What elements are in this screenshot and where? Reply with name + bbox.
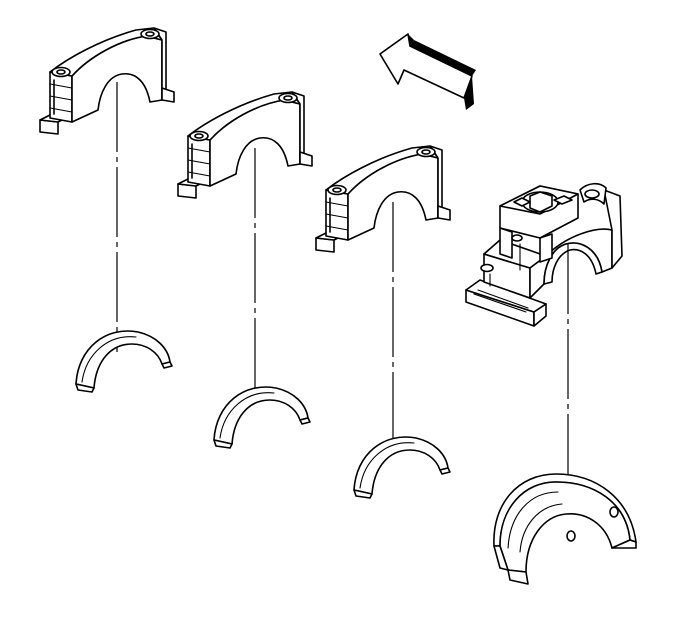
- thrust-bearing-shell: [493, 473, 637, 585]
- main-bearing-cap-3: [315, 145, 451, 253]
- rear-main-bearing-cap: [465, 182, 623, 327]
- lower-bearing-shell-3: [353, 436, 451, 499]
- main-bearing-cap-1: [39, 27, 175, 135]
- lower-bearing-shell-1: [75, 330, 173, 393]
- front-direction-arrow-icon: [379, 33, 476, 110]
- main-bearing-cap-2: [177, 91, 313, 199]
- lower-bearing-shell-2: [213, 386, 311, 449]
